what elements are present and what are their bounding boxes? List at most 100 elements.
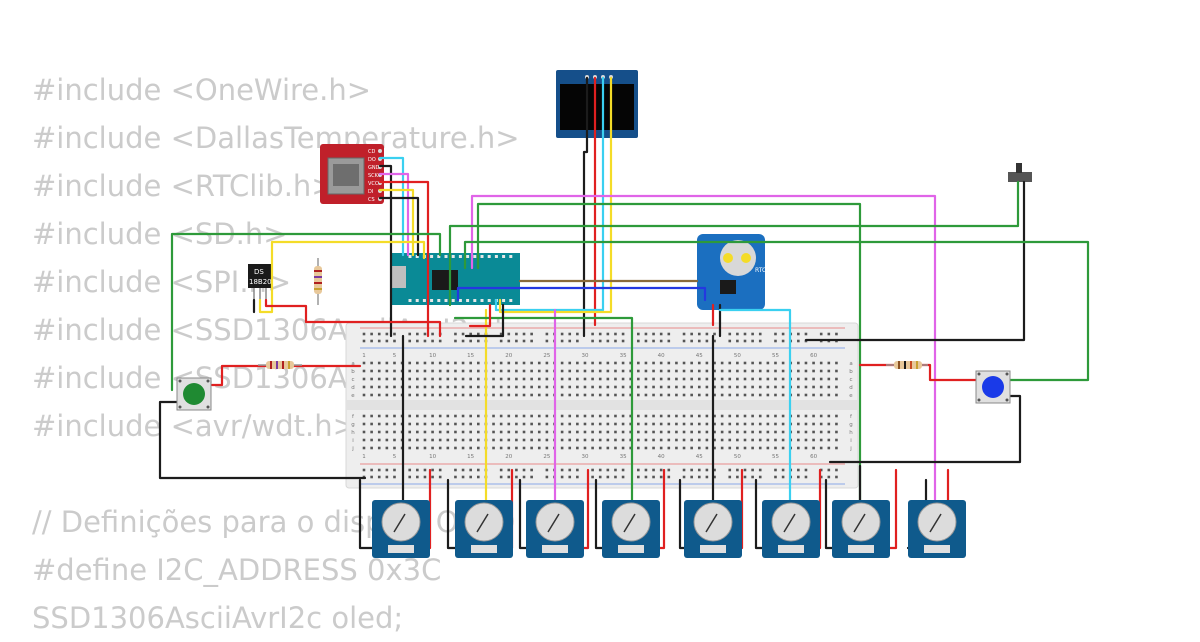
breadboard-hole — [728, 414, 732, 418]
breadboard-hole — [804, 475, 808, 479]
potentiometer[interactable] — [762, 500, 820, 558]
breadboard-hole — [370, 339, 373, 343]
potentiometer[interactable] — [526, 500, 584, 558]
rtc-module[interactable]: RTC — [697, 234, 766, 310]
breadboard-hole — [614, 438, 617, 442]
breadboard-hole — [819, 430, 823, 434]
breadboard-hole — [515, 369, 518, 373]
breadboard-hole — [758, 430, 762, 434]
push-button-green[interactable] — [176, 377, 212, 411]
breadboard-hole — [507, 385, 511, 389]
potentiometer[interactable] — [684, 500, 742, 558]
breadboard-hole — [774, 385, 777, 389]
potentiometer[interactable] — [908, 500, 966, 558]
breadboard-hole — [385, 393, 389, 397]
potentiometer[interactable] — [455, 500, 513, 558]
breadboard-hole — [713, 369, 716, 373]
breadboard-hole — [461, 430, 465, 434]
breadboard-hole — [461, 332, 465, 336]
push-button-corner — [1005, 398, 1009, 402]
arduino-pin — [408, 255, 412, 258]
breadboard-hole — [454, 377, 457, 381]
breadboard-hole — [393, 377, 396, 381]
breadboard-hole — [591, 422, 594, 426]
rtc-chip — [720, 280, 736, 294]
breadboard-hole — [507, 475, 511, 479]
breadboard-hole — [530, 332, 533, 336]
breadboard-hole — [416, 446, 419, 450]
breadboard-hole — [758, 446, 762, 450]
breadboard-hole — [492, 393, 495, 397]
breadboard-hole — [492, 438, 495, 442]
slide-switch[interactable] — [1008, 163, 1032, 182]
breadboard-hole — [819, 385, 823, 389]
breadboard-hole — [416, 475, 419, 479]
breadboard-hole — [819, 468, 823, 472]
breadboard-hole — [827, 377, 831, 381]
breadboard-hole — [774, 361, 777, 365]
breadboard[interactable]: 1155101015152020252530303535404045455050… — [345, 322, 859, 489]
breadboard-hole — [804, 332, 808, 336]
breadboard-hole — [522, 361, 526, 365]
wire-green-button-blue — [463, 240, 1090, 382]
breadboard-hole — [454, 438, 457, 442]
breadboard-hole — [606, 385, 610, 389]
potentiometer[interactable] — [602, 500, 660, 558]
resistor-right[interactable] — [886, 361, 928, 369]
breadboard-hole — [827, 369, 831, 373]
breadboard-hole — [598, 361, 602, 365]
breadboard-hole — [469, 446, 472, 450]
breadboard-hole — [537, 369, 541, 373]
breadboard-column-number: 5 — [393, 353, 397, 359]
breadboard-column-number: 45 — [696, 454, 703, 460]
breadboard-hole — [697, 369, 701, 373]
breadboard-hole — [438, 468, 442, 472]
breadboard-hole — [758, 438, 762, 442]
breadboard-hole — [469, 422, 472, 426]
potentiometer-pins — [618, 545, 644, 553]
push-button-blue[interactable] — [975, 370, 1011, 404]
breadboard-hole — [652, 468, 655, 472]
breadboard-hole — [781, 446, 785, 450]
breadboard-hole — [431, 332, 434, 336]
resistor-vertical[interactable] — [314, 258, 322, 305]
breadboard-hole — [591, 446, 594, 450]
breadboard-hole — [697, 377, 701, 381]
arduino-nano[interactable] — [392, 253, 520, 305]
wire-pot-black — [754, 478, 764, 550]
breadboard-hole — [393, 369, 396, 373]
potentiometer-indicator — [476, 513, 489, 533]
breadboard-hole — [545, 430, 549, 434]
breadboard-hole — [416, 468, 419, 472]
breadboard-hole — [797, 475, 800, 479]
breadboard-hole — [690, 393, 693, 397]
breadboard-hole — [370, 361, 373, 365]
breadboard-hole — [736, 377, 739, 381]
breadboard-hole — [499, 468, 503, 472]
ds18b20-sensor[interactable]: DS 18B20 — [248, 264, 272, 300]
breadboard-column-number: 55 — [772, 454, 779, 460]
breadboard-hole — [835, 446, 838, 450]
breadboard-hole — [423, 332, 427, 336]
resistor-left[interactable] — [258, 361, 302, 369]
breadboard-hole — [469, 369, 472, 373]
potentiometer-pins — [471, 545, 497, 553]
breadboard-hole — [637, 430, 640, 434]
breadboard-hole — [438, 339, 442, 343]
breadboard-hole — [705, 369, 709, 373]
breadboard-hole — [492, 361, 495, 365]
potentiometer[interactable] — [372, 500, 430, 558]
breadboard-hole — [751, 446, 754, 450]
oled-display[interactable] — [556, 70, 638, 138]
breadboard-hole — [423, 369, 427, 373]
breadboard-column-number: 15 — [467, 353, 474, 359]
breadboard-hole — [377, 446, 381, 450]
breadboard-hole — [591, 339, 594, 343]
potentiometer[interactable] — [832, 500, 890, 558]
breadboard-hole — [652, 369, 655, 373]
breadboard-hole — [576, 361, 579, 365]
breadboard-hole — [835, 414, 838, 418]
breadboard-hole — [423, 430, 427, 434]
breadboard-hole — [652, 422, 655, 426]
